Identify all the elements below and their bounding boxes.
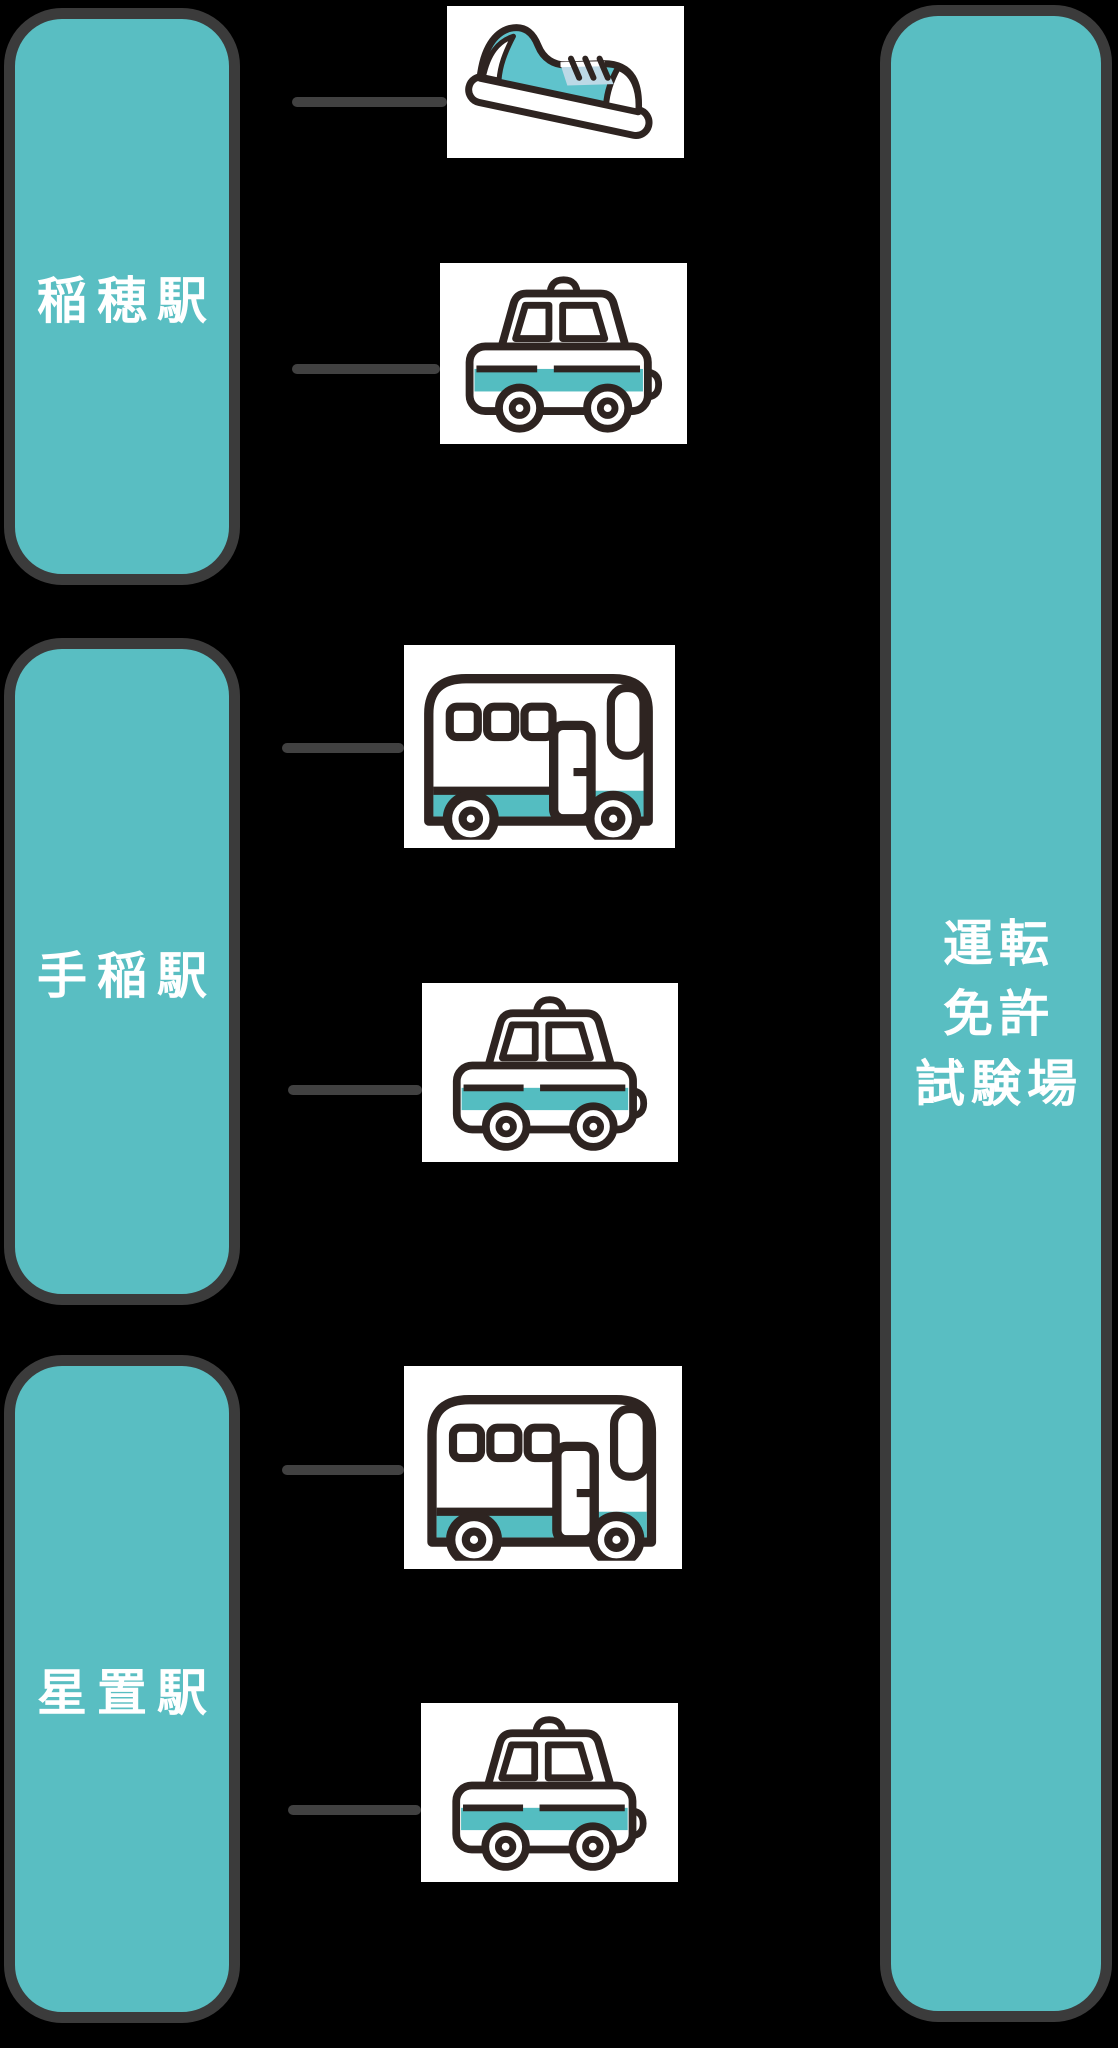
station-box-teine: 手稲駅 <box>4 638 240 1305</box>
route-line <box>288 1085 422 1095</box>
route-mode-tile <box>404 645 675 848</box>
destination-label-line: 運転 <box>943 914 1055 973</box>
arrow-right-icon <box>678 1058 824 1122</box>
station-label: 手稲駅 <box>37 946 217 1005</box>
route-mode-tile <box>440 263 687 444</box>
shoe-icon <box>456 12 674 152</box>
taxi-icon <box>450 270 677 437</box>
route-line <box>292 97 447 107</box>
arrow-right-icon <box>687 337 833 401</box>
route-line <box>282 743 404 753</box>
route-mode-tile <box>404 1366 682 1569</box>
route-line <box>292 364 440 374</box>
bus-icon <box>415 1374 671 1561</box>
station-label: 星置駅 <box>37 1664 217 1722</box>
taxi-icon <box>431 1710 667 1875</box>
station-label: 稲穂駅 <box>37 271 217 330</box>
destination-label-line: 免許 <box>943 984 1055 1043</box>
route-mode-tile <box>447 6 684 158</box>
route-line <box>288 1805 421 1815</box>
bus-icon <box>415 653 664 840</box>
arrow-right-icon <box>678 1778 824 1842</box>
station-box-hoshioki: 星置駅 <box>4 1355 240 2023</box>
arrow-right-icon <box>688 70 834 134</box>
route-mode-tile <box>422 983 678 1162</box>
route-line <box>282 1465 404 1475</box>
destination-label-line: 試験場 <box>915 1054 1083 1113</box>
arrow-right-icon <box>676 716 822 780</box>
station-box-inaho: 稲穂駅 <box>4 8 240 585</box>
route-mode-tile <box>421 1703 678 1882</box>
arrow-right-icon <box>683 1438 829 1502</box>
taxi-icon <box>432 990 668 1155</box>
destination-box: 運転 免許 試験場 <box>880 5 1112 2022</box>
